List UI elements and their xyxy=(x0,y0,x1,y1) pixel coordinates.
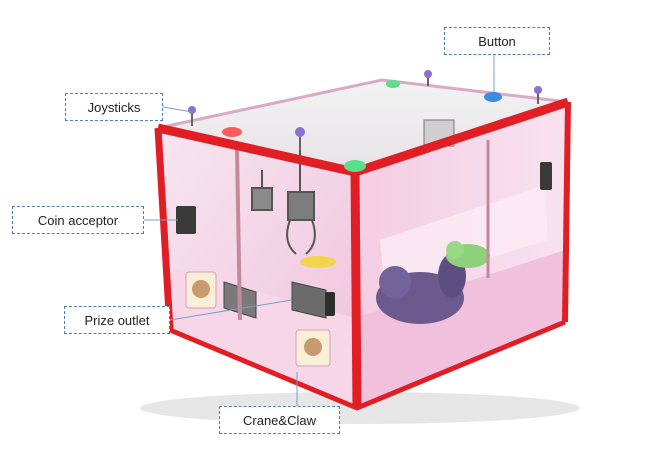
leader-lines xyxy=(144,55,495,406)
side-base xyxy=(355,250,565,408)
callout-coin-acceptor: Coin acceptor xyxy=(12,206,144,234)
callout-prize-outlet: Prize outlet xyxy=(64,306,170,334)
plush-toy-icon xyxy=(376,254,466,324)
arcade-button-icon xyxy=(386,80,400,88)
red-frame xyxy=(154,97,571,411)
plush-toy-icon xyxy=(446,241,490,268)
callout-joysticks: Joysticks xyxy=(65,93,163,121)
joystick-icon xyxy=(295,127,305,150)
arcade-button-icon xyxy=(484,92,502,102)
coin-slot-icon xyxy=(540,162,552,190)
base-decal-face xyxy=(192,280,210,298)
joystick-icon xyxy=(534,86,542,104)
front-divider xyxy=(235,149,242,321)
play-area-floor xyxy=(380,185,548,290)
joystick-icon xyxy=(424,70,432,86)
coin-slot-icon xyxy=(325,292,335,316)
plush-toy-icon xyxy=(300,256,336,268)
arcade-button-icon xyxy=(222,127,242,137)
arcade-button-icon xyxy=(344,160,366,172)
callout-crane-claw: Crane&Claw xyxy=(219,406,340,434)
front-base xyxy=(170,268,357,408)
prize-outlet-icon xyxy=(291,281,327,319)
back-rail xyxy=(157,78,569,130)
base-decal-face xyxy=(304,338,322,356)
coin-slot-icon xyxy=(176,206,196,234)
callout-button: Button xyxy=(444,27,550,55)
crane-claw-icon xyxy=(251,150,316,255)
